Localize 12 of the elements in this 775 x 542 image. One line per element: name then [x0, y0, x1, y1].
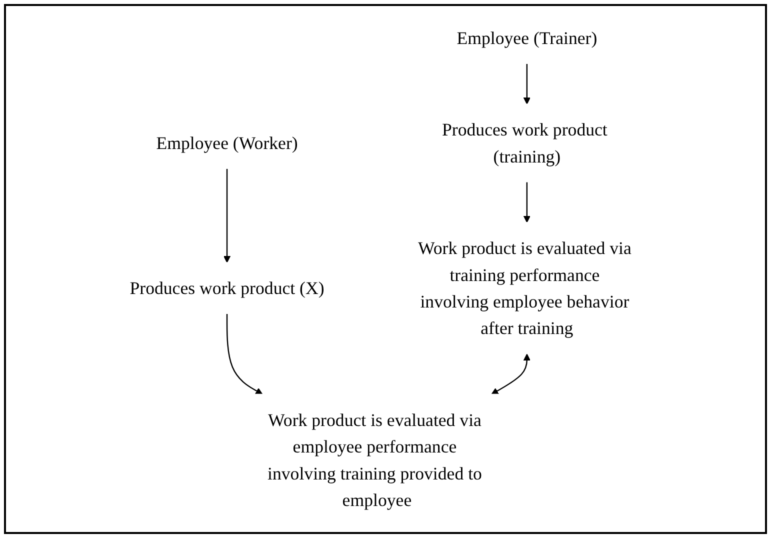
arrow [226, 314, 264, 395]
node-text: Employee (Worker) [156, 132, 298, 154]
node-text: Employee (Trainer) [457, 28, 598, 48]
node-text: Produces work product (X) [130, 278, 325, 298]
arrow [224, 168, 232, 263]
arrow [492, 354, 531, 395]
node-text: Work product is evaluated via employee performance involving training provided to employee [268, 410, 482, 510]
node-text: Produces work product (training) [442, 119, 608, 166]
node-text: Work product is evaluated via training performance involving employee behavior after training [418, 238, 632, 338]
arrow [524, 64, 531, 104]
frame-border: Employee (Trainer) Produces work product (training) Work product is evaluated via training performance involving employee behavior after training Employee (Worker) Produces work product (X) Work product is evaluated via employee performance involving training provided to employee [4, 4, 767, 534]
arrow [524, 182, 531, 223]
